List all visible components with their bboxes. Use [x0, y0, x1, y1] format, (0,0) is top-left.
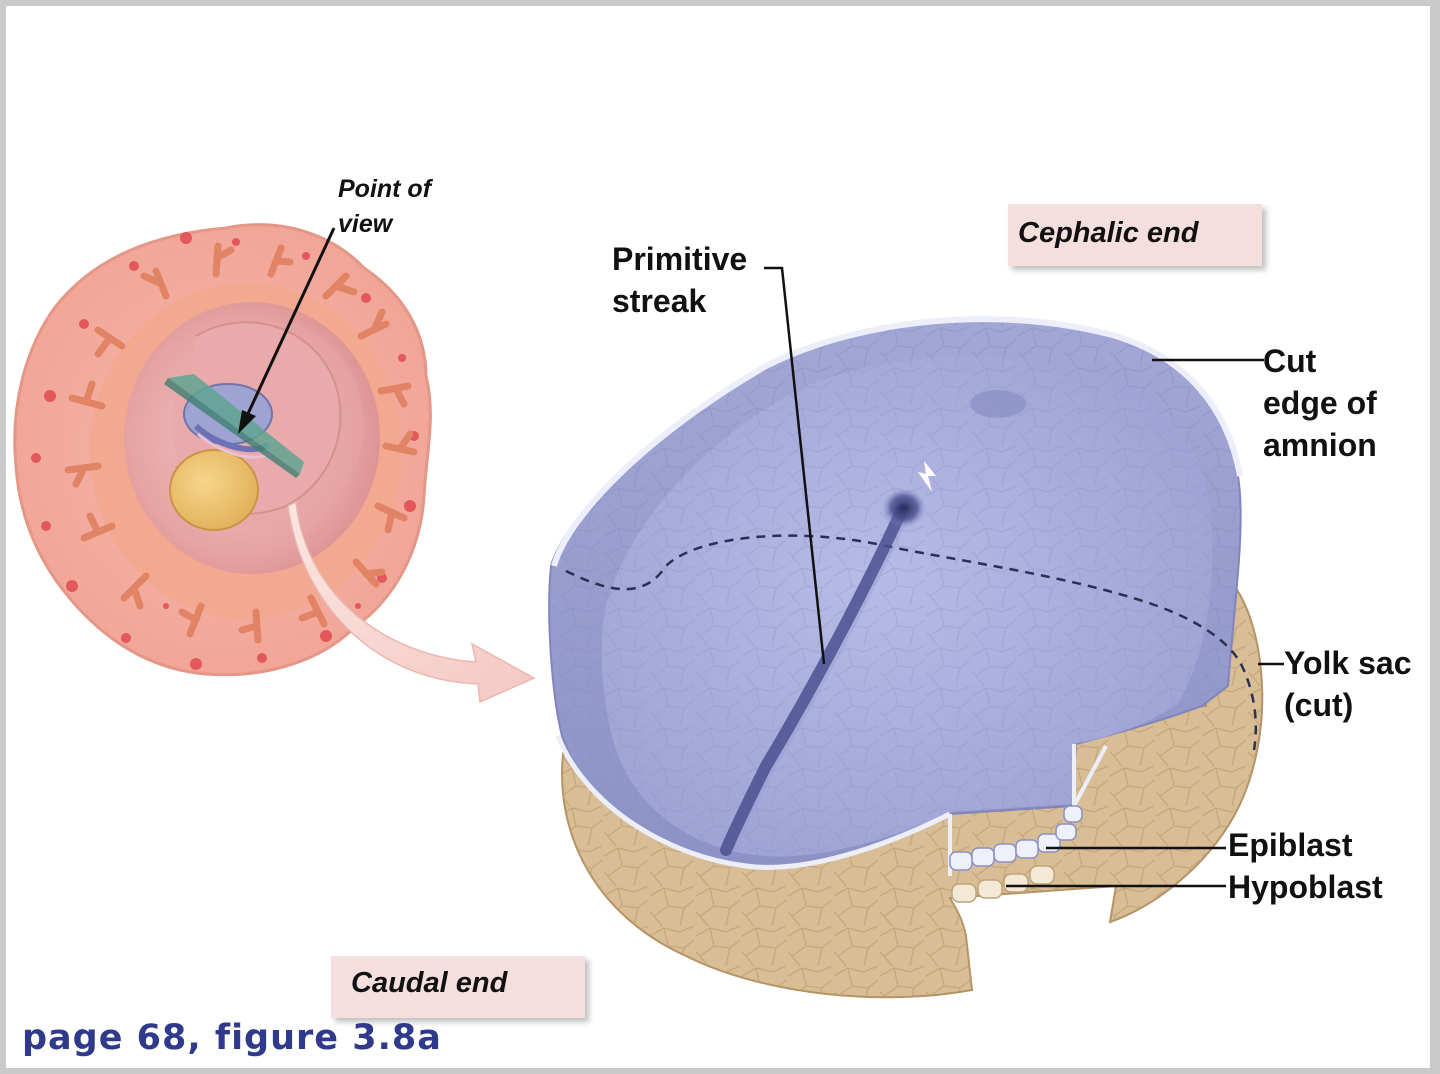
- leader-lines: [764, 266, 1284, 888]
- figure-frame: Point of view Primitive streak Cephalic …: [6, 6, 1430, 1068]
- cephalic-end-label: Cephalic end: [1018, 217, 1199, 249]
- transition-arrow: [287, 500, 536, 704]
- figure-caption: page 68, figure 3.8a: [22, 1018, 442, 1058]
- point-of-view-label: Point of view: [338, 175, 432, 238]
- yolk-sac-cut-label: Yolk sac (cut): [1284, 645, 1412, 723]
- caudal-end-box: [331, 956, 585, 1018]
- caudal-end-label: Caudal end: [351, 967, 508, 999]
- cut-edge-of-amnion-label: Cut edge of amnion: [1263, 343, 1377, 463]
- embryonic-disc-view: [548, 316, 1264, 999]
- uterine-section: [13, 223, 432, 677]
- hypoblast-label: Hypoblast: [1228, 869, 1383, 905]
- embryo-diagram: [13, 204, 1284, 1018]
- epiblast-label: Epiblast: [1228, 827, 1353, 863]
- primitive-streak-label: Primitive streak: [612, 241, 748, 319]
- cephalic-end-box: [1008, 204, 1262, 266]
